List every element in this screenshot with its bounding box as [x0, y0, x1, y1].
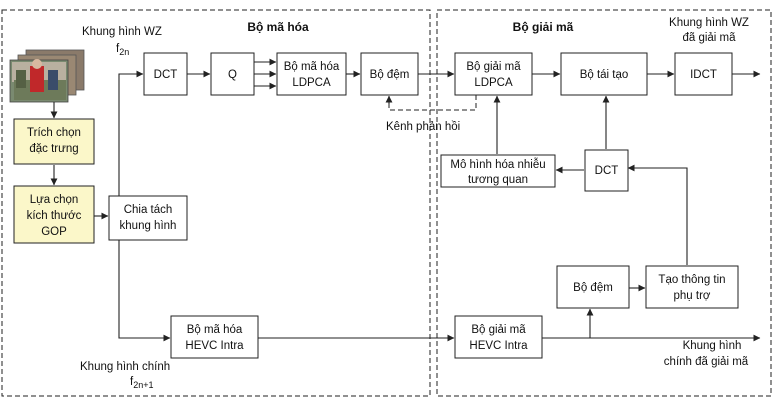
- hevc-encoder-line-1: Bộ mã hóa: [187, 324, 243, 336]
- hevc-decoder-line-1: Bộ giải mã: [471, 324, 526, 336]
- wz-frame-symbol: f2n: [116, 43, 129, 57]
- buffer-encoder-block: Bộ đệm: [361, 53, 418, 95]
- reconstruction-block: Bộ tái tạo: [561, 53, 647, 95]
- dct-encoder-block: DCT: [144, 53, 187, 95]
- frame-split-block: Chia tách khung hình: [109, 196, 187, 240]
- ldpca-decoder-line-2: LDPCA: [474, 77, 513, 89]
- ldpca-encoder-block: Bộ mã hóa LDPCA: [277, 53, 346, 95]
- ldpca-encoder-line-1: Bộ mã hóa: [284, 61, 340, 73]
- side-info-block: Tạo thông tin phụ trợ: [646, 266, 738, 308]
- ldpca-decoder-block: Bộ giải mã LDPCA: [455, 53, 532, 95]
- noise-model-line-2: tương quan: [468, 174, 528, 186]
- hevc-encoder-block: Bộ mã hóa HEVC Intra: [171, 316, 258, 358]
- frame-split-line-2: khung hình: [120, 220, 177, 232]
- buffer-decoder-block: Bộ đệm: [557, 266, 629, 308]
- frame-split-line-1: Chia tách: [124, 204, 173, 216]
- encoder-section-title: Bộ mã hóa: [247, 20, 309, 34]
- feature-extraction-line-2: đặc trưng: [29, 143, 78, 155]
- decoded-wz-label-line-2: đã giải mã: [682, 32, 736, 44]
- feature-extraction-line-1: Trích chọn: [27, 127, 81, 139]
- hevc-decoder-block: Bộ giải mã HEVC Intra: [455, 316, 542, 358]
- noise-model-block: Mô hình hóa nhiễu tương quan: [441, 155, 555, 187]
- gop-selection-line-2: kích thước: [27, 210, 82, 222]
- decoded-wz-label-line-1: Khung hình WZ: [669, 17, 749, 29]
- ldpca-decoder-line-1: Bộ giải mã: [466, 61, 521, 73]
- quantizer-block: Q: [211, 53, 254, 95]
- buffer-decoder-label: Bộ đệm: [573, 282, 613, 294]
- noise-model-line-1: Mô hình hóa nhiễu: [450, 158, 545, 171]
- hevc-decoder-line-2: HEVC Intra: [469, 340, 528, 352]
- ldpca-encoder-line-2: LDPCA: [292, 77, 331, 89]
- decoder-section-title: Bộ giải mã: [513, 20, 574, 34]
- idct-label: IDCT: [690, 69, 717, 81]
- quantizer-label: Q: [228, 69, 237, 81]
- wz-frame-label: Khung hình WZ: [82, 26, 162, 38]
- reconstruction-label: Bộ tái tạo: [580, 69, 629, 81]
- decoded-key-label-line-1: Khung hình: [683, 340, 742, 352]
- dct-encoder-label: DCT: [154, 69, 178, 81]
- side-info-line-1: Tạo thông tin: [658, 274, 725, 286]
- idct-block: IDCT: [675, 53, 732, 95]
- dct-decoder-block: DCT: [585, 150, 628, 191]
- gop-selection-block: Lựa chọn kích thước GOP: [14, 186, 94, 243]
- hevc-encoder-line-2: HEVC Intra: [185, 340, 244, 352]
- buffer-encoder-label: Bộ đệm: [370, 69, 410, 81]
- feature-extraction-block: Trích chọn đặc trưng: [14, 119, 94, 164]
- video-frames-icon: [10, 50, 84, 102]
- key-frame-symbol: f2n+1: [130, 376, 153, 390]
- feedback-channel-label: Kênh phản hồi: [386, 121, 460, 133]
- side-info-line-2: phụ trợ: [674, 290, 711, 302]
- gop-selection-line-1: Lựa chọn: [30, 194, 79, 206]
- gop-selection-line-3: GOP: [41, 226, 67, 238]
- decoded-key-label-line-2: chính đã giải mã: [664, 356, 749, 368]
- key-frame-label: Khung hình chính: [80, 361, 170, 373]
- dct-decoder-label: DCT: [595, 165, 619, 177]
